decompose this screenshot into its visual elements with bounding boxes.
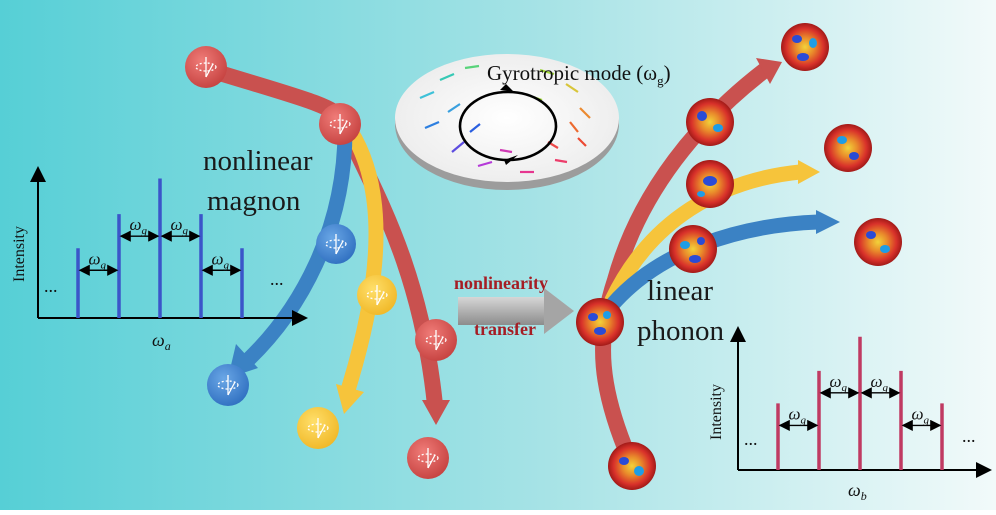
- phonon-mode-sphere-icon: [854, 218, 902, 266]
- spectrum-left: Intensity ωa ... ... ωg ωg ωg ωg: [11, 166, 308, 353]
- nonlinear-label: nonlinear: [203, 145, 313, 177]
- magnon-sphere-red-icon: [319, 103, 361, 145]
- magnon-label: magnon: [207, 185, 301, 217]
- magnon-spheres: [185, 46, 457, 479]
- x-axis-label: ωb: [848, 480, 867, 503]
- phonon-mode-sphere-icon: [686, 160, 734, 208]
- linear-label: linear: [647, 275, 713, 307]
- ellipsis-left: ...: [44, 276, 58, 296]
- magnon-sphere-blue-icon: [316, 224, 356, 264]
- ellipsis-right: ...: [270, 269, 284, 289]
- magnon-sphere-red-icon: [407, 437, 449, 479]
- phonon-spheres: [576, 23, 902, 490]
- y-axis-label: Intensity: [11, 226, 28, 282]
- spacing-label: ωg: [130, 215, 148, 237]
- transfer-arrow-icon: [458, 288, 574, 334]
- magnon-sphere-blue-icon: [207, 364, 249, 406]
- spacing-label: ωg: [212, 249, 230, 271]
- phonon-mode-sphere-icon: [686, 98, 734, 146]
- magnon-sphere-yellow-icon: [357, 275, 397, 315]
- spacing-label: ωg: [789, 404, 807, 426]
- magnon-sphere-red-icon: [185, 46, 227, 88]
- gyrotropic-disk: [395, 54, 619, 190]
- x-axis-label: ωa: [152, 330, 171, 353]
- spacing-label: ωg: [830, 372, 848, 394]
- vortex-arrows-icon: [419, 64, 591, 174]
- ellipsis-left: ...: [744, 429, 758, 449]
- ellipsis-right: ...: [962, 426, 976, 446]
- magnon-sphere-red-icon: [415, 319, 457, 361]
- y-axis-label: Intensity: [708, 384, 725, 440]
- phonon-label: phonon: [637, 315, 725, 347]
- magnon-sphere-yellow-icon: [297, 407, 339, 449]
- spacing-label: ωg: [89, 249, 107, 271]
- spacing-label: ωg: [871, 372, 889, 394]
- spacing-label: ωg: [171, 215, 189, 237]
- phonon-mode-sphere-icon: [576, 298, 624, 346]
- phonon-mode-sphere-icon: [669, 225, 717, 273]
- spacing-label: ωg: [912, 404, 930, 426]
- gyrotropic-mode-label: Gyrotropic mode (ωg): [487, 61, 671, 88]
- transfer-label-line2: transfer: [474, 319, 536, 339]
- transfer-label-line1: nonlinearity: [454, 273, 548, 293]
- phonon-mode-sphere-icon: [824, 124, 872, 172]
- spectrum-right: Intensity ωb ... ... ωg ωg ωg ωg: [708, 326, 992, 503]
- phonon-mode-sphere-icon: [608, 442, 656, 490]
- phonon-mode-sphere-icon: [781, 23, 829, 71]
